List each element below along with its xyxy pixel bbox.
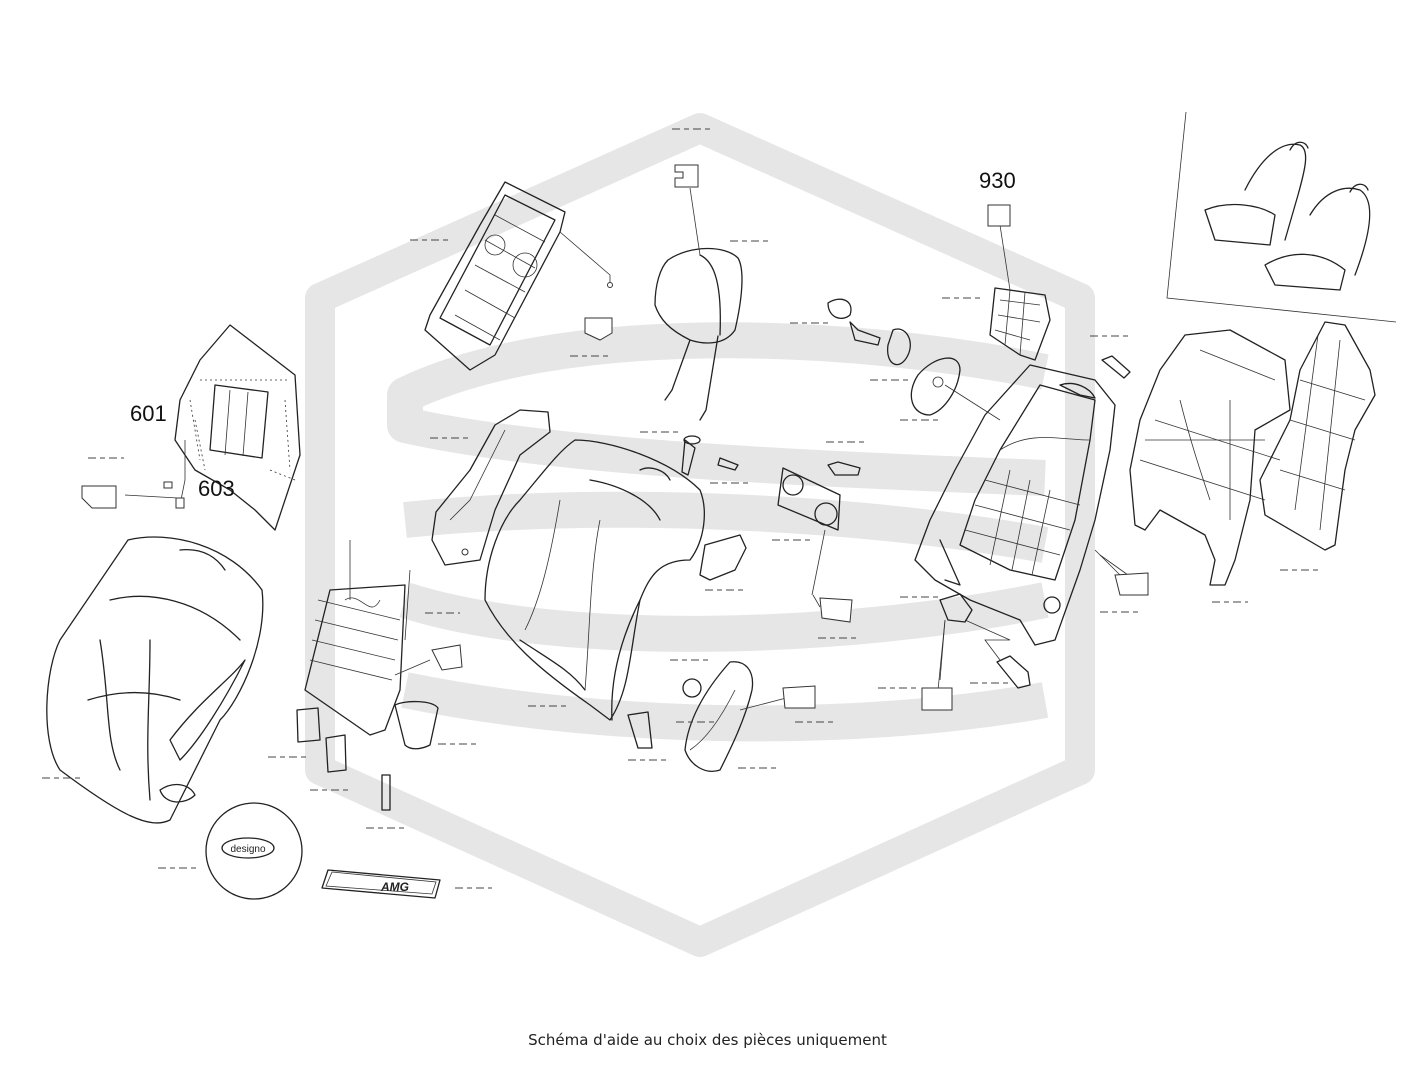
seat-cover[interactable] (46, 536, 264, 824)
backrest-cushion[interactable] (484, 439, 705, 721)
reference-inset (1166, 111, 1397, 323)
seat-heating-mat[interactable] (163, 324, 301, 531)
control-unit-930[interactable] (989, 287, 1051, 361)
headrest-guide-sleeves[interactable] (681, 435, 739, 476)
side-control-panel[interactable] (910, 357, 1001, 421)
backrest-rear-panel[interactable] (424, 181, 613, 371)
marker (1114, 572, 1149, 596)
marker (584, 317, 613, 341)
electrical-connectors[interactable] (296, 700, 439, 811)
lumbar-support-frame[interactable] (304, 540, 411, 736)
headrest[interactable] (654, 247, 743, 421)
backrest-shell-inner[interactable] (1129, 329, 1291, 586)
marker (81, 485, 117, 509)
marker (674, 164, 699, 188)
side-airbag-module[interactable] (684, 661, 754, 772)
backrest-frame[interactable] (914, 364, 1121, 646)
callout-603[interactable]: 603 (198, 476, 235, 501)
backrest-shell-outer[interactable] (1259, 321, 1376, 551)
marker (431, 644, 463, 671)
amg-emblem[interactable]: AMG (321, 869, 441, 899)
marker (987, 204, 1011, 227)
callout-leader-lines (124, 187, 1129, 711)
fastening-screws[interactable] (827, 298, 1131, 689)
massage-motor-module[interactable] (777, 467, 841, 596)
designo-text: designo (230, 844, 265, 855)
callout-markers[interactable] (81, 164, 1149, 711)
part-number-placeholders (42, 128, 1320, 889)
trim-clips[interactable] (627, 534, 747, 749)
marker (782, 685, 816, 709)
designo-emblem[interactable]: designo (205, 802, 303, 900)
callout-930[interactable]: 930 (979, 168, 1016, 193)
amg-text: AMG (380, 880, 409, 894)
diagram-caption: Schéma d'aide au choix des pièces unique… (528, 1031, 887, 1049)
watermark-logo (305, 113, 1095, 957)
backrest-side-bolster[interactable] (431, 409, 551, 566)
marker (819, 597, 853, 623)
marker (921, 687, 953, 711)
callout-601[interactable]: 601 (130, 401, 167, 426)
